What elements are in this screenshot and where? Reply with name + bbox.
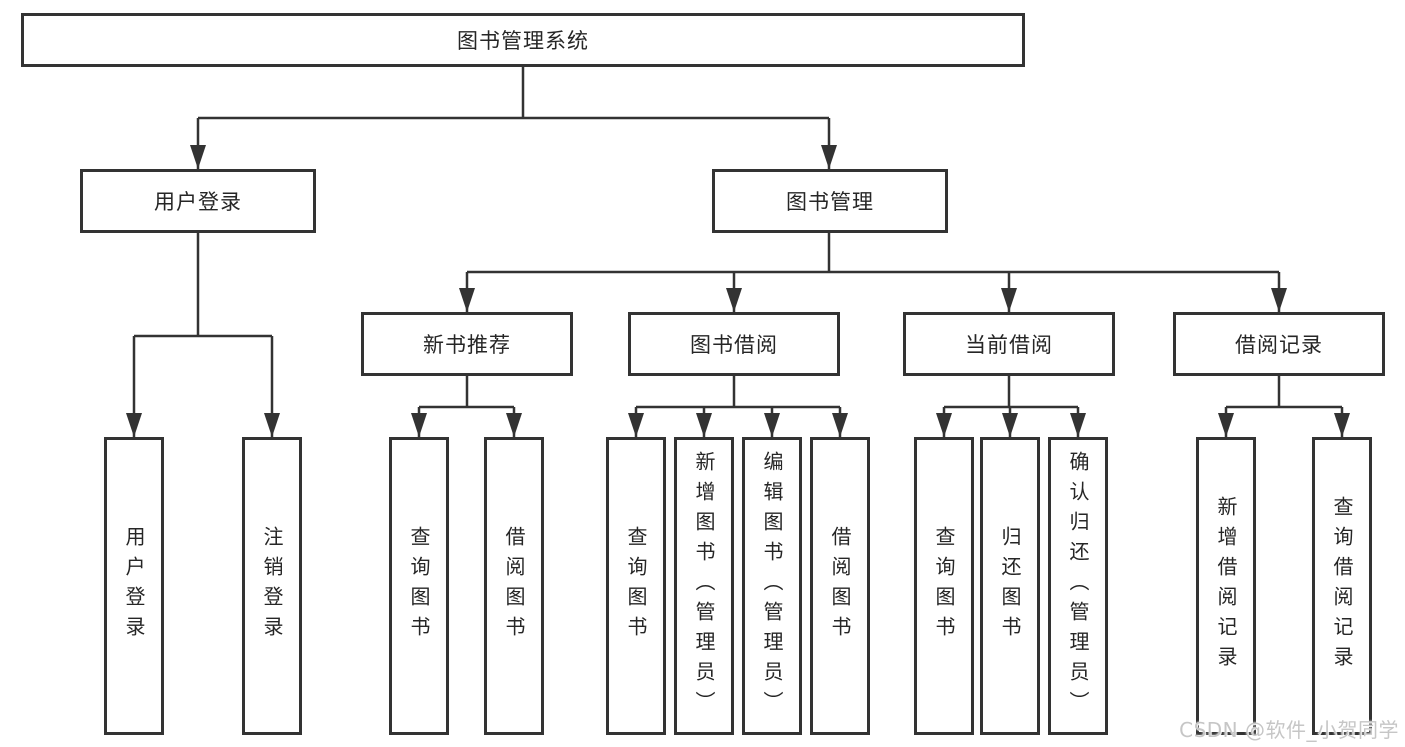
leaf-add-book-admin-label: 新增图书（管理员） bbox=[692, 451, 716, 721]
connector-root bbox=[190, 67, 837, 169]
leaf-query-books-current-label: 查询图书 bbox=[932, 526, 956, 646]
node-current-borrowing-label: 当前借阅 bbox=[965, 333, 1053, 357]
watermark: CSDN @软件_小贺同学 bbox=[1179, 718, 1399, 742]
leaf-edit-book-admin: 编辑图书（管理员） bbox=[742, 437, 802, 735]
leaf-return-books-label: 归还图书 bbox=[998, 526, 1022, 646]
leaf-edit-book-admin-label: 编辑图书（管理员） bbox=[760, 451, 784, 721]
leaf-query-books-recommend-label: 查询图书 bbox=[407, 526, 431, 646]
leaf-user-login-label: 用户登录 bbox=[122, 526, 146, 646]
leaf-confirm-return-admin-label: 确认归还（管理员） bbox=[1066, 451, 1090, 721]
leaf-query-books-borrowing-label: 查询图书 bbox=[624, 526, 648, 646]
node-user-login-label: 用户登录 bbox=[154, 190, 242, 214]
leaf-query-books-borrowing: 查询图书 bbox=[606, 437, 666, 735]
node-library-system-label: 图书管理系统 bbox=[457, 29, 589, 53]
connector-borrowing-records bbox=[1218, 376, 1350, 437]
connector-new-book-recommendation bbox=[411, 376, 522, 437]
connector-current-borrowing bbox=[936, 376, 1086, 437]
node-book-management: 图书管理 bbox=[712, 169, 948, 233]
leaf-query-borrow-record-label: 查询借阅记录 bbox=[1330, 496, 1354, 676]
leaf-query-books-recommend: 查询图书 bbox=[389, 437, 449, 735]
leaf-add-borrow-record: 新增借阅记录 bbox=[1196, 437, 1256, 735]
leaf-add-borrow-record-label: 新增借阅记录 bbox=[1214, 496, 1238, 676]
leaf-query-books-current: 查询图书 bbox=[914, 437, 974, 735]
node-book-borrowing-label: 图书借阅 bbox=[690, 333, 778, 357]
node-current-borrowing: 当前借阅 bbox=[903, 312, 1115, 376]
node-new-book-recommendation: 新书推荐 bbox=[361, 312, 573, 376]
leaf-user-login: 用户登录 bbox=[104, 437, 164, 735]
node-book-management-label: 图书管理 bbox=[786, 190, 874, 214]
leaf-query-borrow-record: 查询借阅记录 bbox=[1312, 437, 1372, 735]
leaf-confirm-return-admin: 确认归还（管理员） bbox=[1048, 437, 1108, 735]
node-new-book-recommendation-label: 新书推荐 bbox=[423, 333, 511, 357]
leaf-borrow-books-borrowing-label: 借阅图书 bbox=[828, 526, 852, 646]
leaf-return-books: 归还图书 bbox=[980, 437, 1040, 735]
node-user-login: 用户登录 bbox=[80, 169, 316, 233]
node-book-borrowing: 图书借阅 bbox=[628, 312, 840, 376]
node-borrowing-records-label: 借阅记录 bbox=[1235, 333, 1323, 357]
leaf-logout: 注销登录 bbox=[242, 437, 302, 735]
leaf-add-book-admin: 新增图书（管理员） bbox=[674, 437, 734, 735]
leaf-borrow-books-recommend: 借阅图书 bbox=[484, 437, 544, 735]
leaf-logout-label: 注销登录 bbox=[260, 526, 284, 646]
leaf-borrow-books-borrowing: 借阅图书 bbox=[810, 437, 870, 735]
connector-book-management bbox=[459, 233, 1287, 312]
connector-user-login bbox=[126, 233, 280, 437]
node-borrowing-records: 借阅记录 bbox=[1173, 312, 1385, 376]
node-library-system: 图书管理系统 bbox=[21, 13, 1025, 67]
connector-book-borrowing bbox=[628, 376, 848, 437]
leaf-borrow-books-recommend-label: 借阅图书 bbox=[502, 526, 526, 646]
